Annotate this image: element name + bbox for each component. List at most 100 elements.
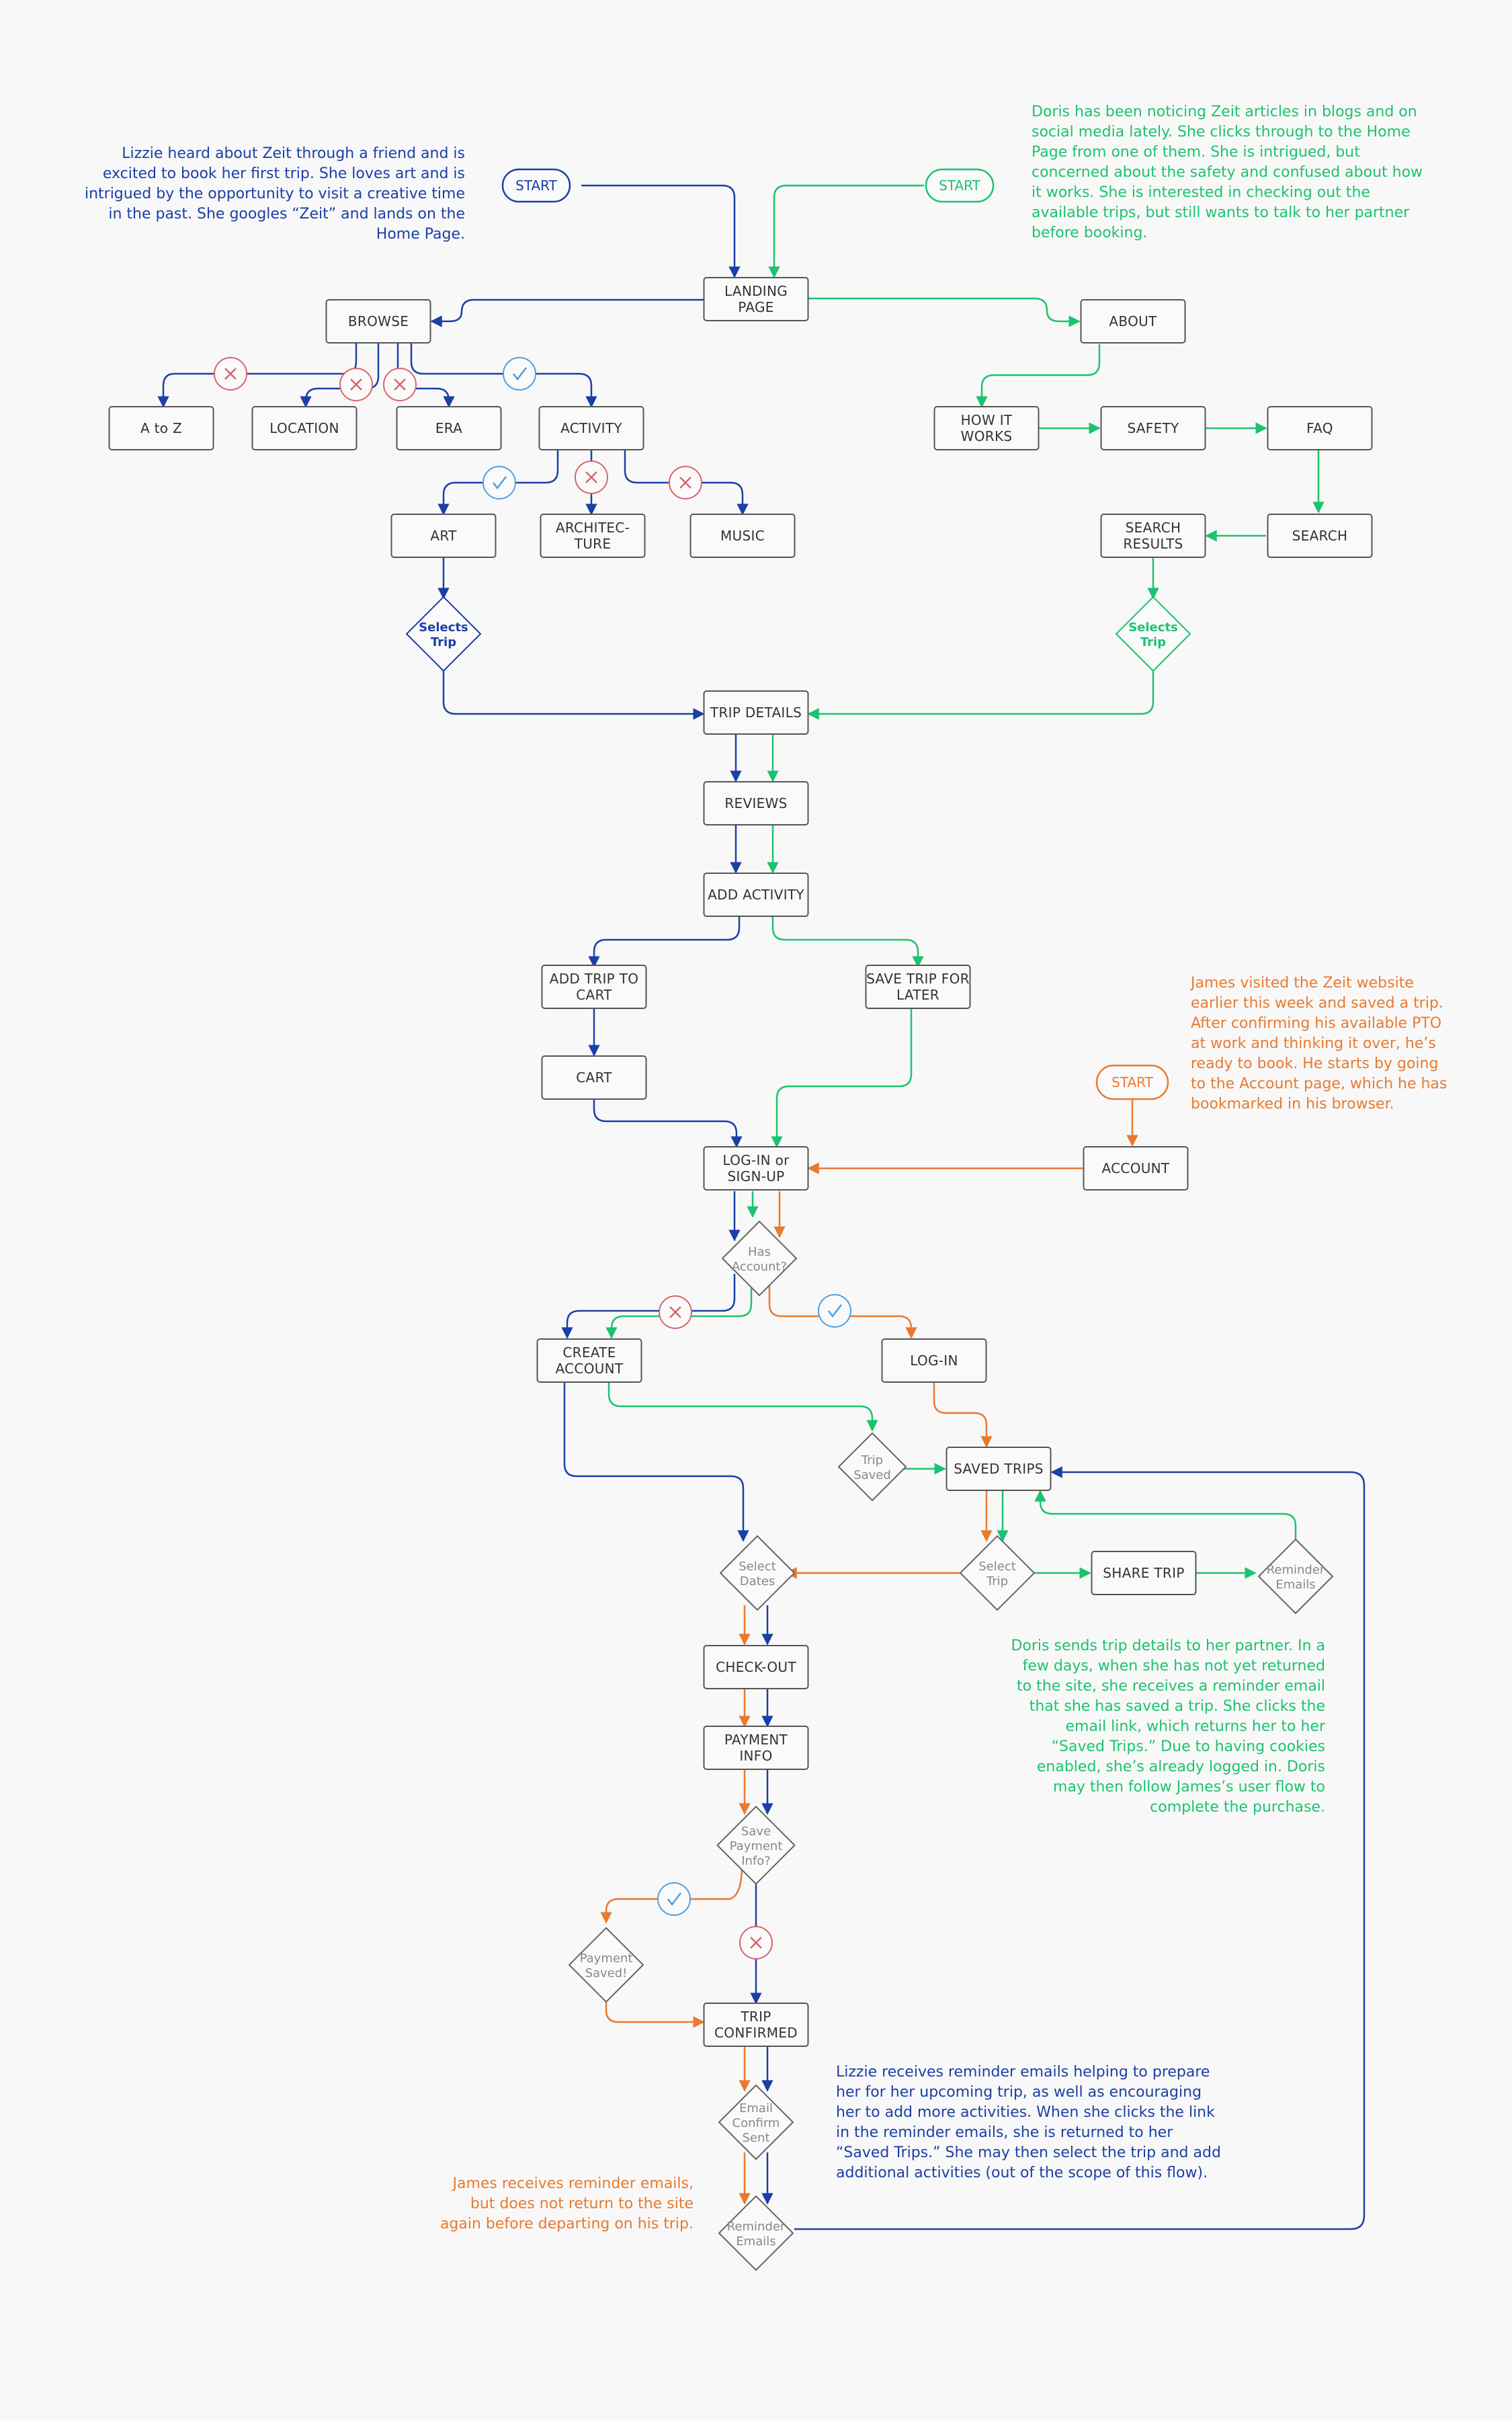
node-label: Select — [978, 1560, 1016, 1574]
node-label: Emails — [1275, 1578, 1315, 1592]
note-james-followup: James receives reminder emails, but does… — [439, 2175, 694, 2232]
node-label: Email — [739, 2101, 773, 2115]
node-label: Save — [741, 1824, 771, 1839]
node-label: LOCATION — [269, 420, 339, 436]
node-label: CHECK-OUT — [716, 1659, 796, 1675]
node-label: TRIP DETAILS — [710, 704, 802, 721]
cross-icon — [739, 1926, 773, 1960]
edge-start-to-landing-doris — [768, 184, 924, 278]
node-label: Has — [748, 1245, 771, 1259]
node-label: START — [1111, 1074, 1153, 1090]
edge-addactivity-to-savelater — [771, 917, 924, 968]
edge-hasaccount-to-create-l — [561, 1274, 736, 1339]
node-label: HOW IT — [961, 412, 1013, 428]
node-label: SAFETY — [1127, 420, 1179, 436]
node-label: LOG-IN — [910, 1353, 958, 1369]
node-label: WORKS — [961, 428, 1013, 444]
edge-cart-to-login — [593, 1100, 743, 1148]
node-label: Payment — [730, 1839, 783, 1853]
note-lizzie-intro: Lizzie heard about Zeit through a friend… — [84, 145, 465, 243]
check-icon — [482, 466, 516, 499]
node-label: ACCOUNT — [556, 1361, 624, 1377]
note-doris-intro: Doris has been noticing Zeit articles in… — [1032, 104, 1423, 241]
node-label: SAVED TRIPS — [954, 1461, 1044, 1477]
node-activity: ACTIVITY — [538, 406, 644, 450]
node-label: PAYMENT — [724, 1732, 788, 1748]
node-label: CART — [576, 1070, 612, 1086]
node-label: SHARE TRIP — [1103, 1565, 1184, 1581]
edge-browse-to-activity — [410, 343, 597, 408]
cross-icon — [339, 368, 373, 401]
node-about: ABOUT — [1080, 299, 1186, 344]
node-label: Trip — [861, 1453, 883, 1467]
node-label: ABOUT — [1109, 313, 1157, 329]
node-label: CART — [576, 987, 612, 1003]
check-icon — [503, 357, 536, 391]
node-label: Sent — [743, 2131, 770, 2145]
node-share-trip: SHARE TRIP — [1091, 1551, 1197, 1595]
node-label: MUSIC — [720, 528, 765, 544]
node-browse: BROWSE — [325, 299, 431, 344]
edge-about-to-how — [976, 344, 1101, 408]
node-start-doris: START — [925, 168, 995, 203]
cross-icon — [575, 460, 608, 494]
node-arch: ARCHITEC-TURE — [540, 514, 646, 558]
edge-savelater-to-login — [771, 1008, 913, 1148]
cross-icon — [659, 1295, 692, 1329]
edge-addactivity-to-addcart — [588, 917, 741, 968]
node-label: LANDING — [724, 283, 788, 299]
edge-reminder-to-savedtrips — [794, 1466, 1366, 2230]
node-search: SEARCH — [1267, 514, 1373, 558]
node-label: ADD ACTIVITY — [708, 887, 804, 903]
node-saved-trips: SAVED TRIPS — [946, 1447, 1052, 1491]
node-label: LATER — [896, 987, 939, 1003]
node-atoz: A to Z — [108, 406, 214, 450]
note-lizzie-followup: Lizzie receives reminder emails helping … — [836, 2064, 1221, 2181]
check-icon — [818, 1294, 851, 1328]
node-label: INFO — [739, 1748, 772, 1764]
node-label: ART — [430, 528, 457, 544]
edge-selects-to-tripdetails-d — [807, 668, 1154, 720]
node-location: LOCATION — [251, 406, 358, 450]
edge-landing-to-about — [808, 297, 1081, 327]
edge-login-to-savedtrips — [933, 1382, 993, 1448]
node-label: Reminder — [1267, 1563, 1325, 1577]
node-label: Saved! — [585, 1966, 628, 1980]
node-label: Selects — [419, 620, 468, 635]
node-label: ADD TRIP TO — [550, 971, 639, 987]
node-label: Emails — [736, 2234, 775, 2249]
node-label: ACTIVITY — [560, 420, 622, 436]
node-start-james: START — [1095, 1064, 1169, 1100]
node-faq: FAQ — [1267, 406, 1373, 450]
node-account: ACCOUNT — [1083, 1146, 1189, 1191]
node-label: A to Z — [140, 420, 182, 436]
node-label: Select — [739, 1560, 776, 1574]
node-label: ERA — [435, 420, 462, 436]
edge-paymentsaved-to-confirmed — [605, 1991, 705, 2028]
node-label: BROWSE — [348, 313, 409, 329]
node-label: START — [939, 177, 980, 194]
edge-savepayment-to-paymentsaved — [600, 1865, 743, 1924]
node-checkout: CHECK-OUT — [703, 1645, 809, 1689]
node-label: SEARCH — [1292, 528, 1348, 544]
node-login: LOG-IN — [881, 1338, 987, 1383]
node-label: Info? — [741, 1854, 771, 1868]
node-label: REVIEWS — [724, 795, 787, 811]
node-label: SIGN-UP — [727, 1168, 784, 1184]
node-label: ACCOUNT — [1102, 1160, 1170, 1176]
node-label: SAVE TRIP FOR — [866, 971, 970, 987]
edge-selects-to-tripdetails — [442, 668, 705, 720]
